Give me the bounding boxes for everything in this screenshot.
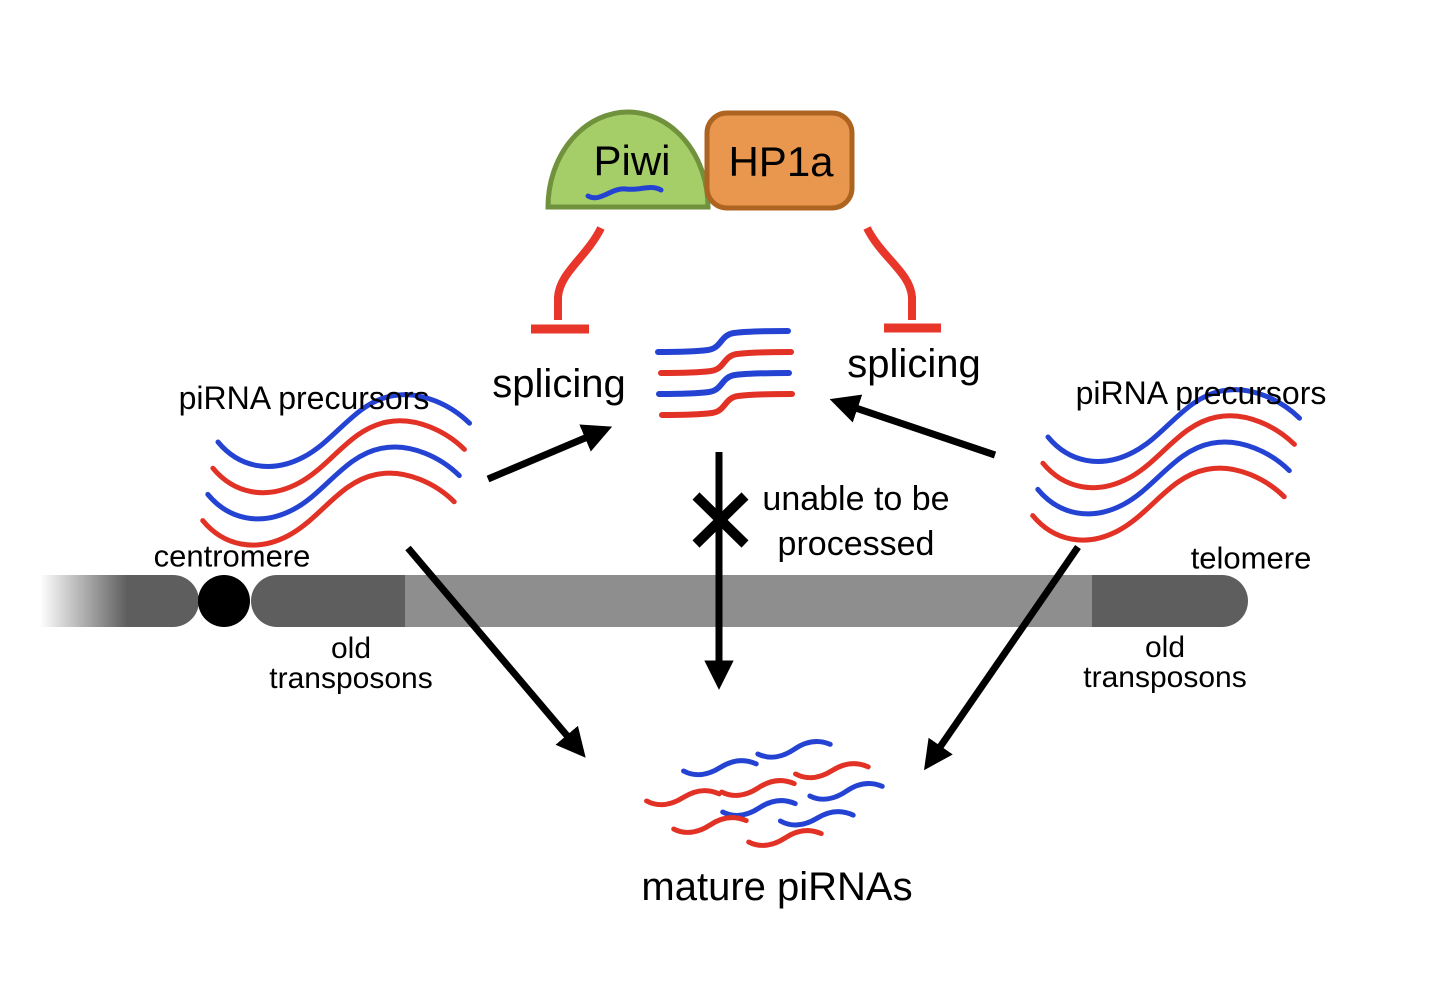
chromosome-arm-left <box>40 575 199 627</box>
piwi-label: Piwi <box>593 136 671 184</box>
arrow-right-to-mature <box>923 545 1081 771</box>
piwi-dome <box>545 109 711 210</box>
old-transposons-right-line2: transposons <box>1083 661 1247 694</box>
inhibit-stem-right <box>863 226 916 320</box>
old-transposons-right-line1: old <box>1144 631 1186 664</box>
pirna-precursors-label-right: piRNA precursors <box>1075 375 1327 412</box>
inhibit-arrow-right <box>863 226 941 333</box>
unable-line1: unable to be <box>762 480 950 519</box>
hp1a-box <box>704 110 855 211</box>
inhibit-stem-left <box>554 226 605 320</box>
old-transposons-label-right: old transposons <box>1083 633 1246 693</box>
piwi-bound-rna-icon <box>585 185 664 201</box>
unable-line2: processed <box>777 525 935 563</box>
old-transposons-left-line2: transposons <box>269 662 433 695</box>
chromosome-euchromatin-segment <box>405 575 1092 627</box>
arrow-right-to-transcripts <box>829 394 997 459</box>
unspliced-transcripts-icon <box>658 331 792 415</box>
chromosome-old-transposons-right-segment <box>1092 575 1248 627</box>
pirna-precursors-label-left: piRNA precursors <box>178 380 430 417</box>
piwi-hp1a-complex <box>545 109 855 211</box>
old-transposons-left-line1: old <box>330 632 372 665</box>
splicing-label-left: splicing <box>492 362 626 406</box>
mature-pirnas-label: mature piRNAs <box>641 865 913 909</box>
old-transposons-label-left: old transposons <box>269 634 432 694</box>
chromosome-old-transposons-left-segment <box>251 575 405 627</box>
arrow-left-to-mature <box>405 545 586 758</box>
arrow-left-to-transcripts <box>486 424 613 483</box>
chromosome-bar <box>40 575 1248 627</box>
centromere-label: centromere <box>153 538 311 574</box>
unable-to-be-processed-label: unable to be processed <box>762 477 949 567</box>
hp1a-label: HP1a <box>728 137 834 185</box>
inhibit-arrow-left <box>531 226 605 334</box>
centromere-dot <box>198 575 250 627</box>
splicing-label-right: splicing <box>847 342 981 386</box>
mature-pirnas-icon <box>646 740 883 847</box>
x-cross-icon <box>692 492 749 548</box>
telomere-label: telomere <box>1190 540 1312 576</box>
